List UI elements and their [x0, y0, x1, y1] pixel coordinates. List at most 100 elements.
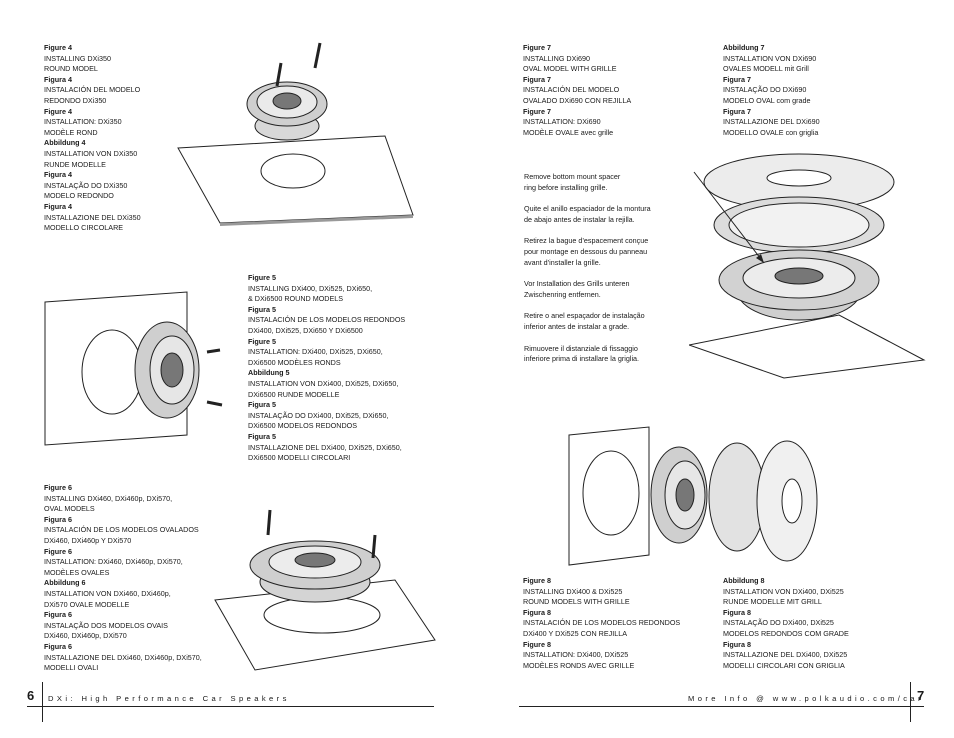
note-line: Retire o anel espaçador de instalação [524, 311, 645, 321]
caption-line: OVALES MODELL mit Grill [723, 64, 809, 74]
caption-heading: Abbildung 7 [723, 43, 765, 52]
caption-line: DXi6500 MODÈLES RONDS [248, 357, 341, 367]
left-footer-text: DXi: High Performance Car Speakers [48, 694, 290, 703]
caption-heading: Figura 4 [44, 201, 72, 211]
caption-heading: Figura 8 [723, 639, 751, 649]
caption-line: RUNDE MODELLE MIT GRILL [723, 597, 822, 607]
caption-line: DXi400 Y DXi525 CON REJILLA [523, 628, 628, 638]
caption-line: MODELLO CIRCOLARE [44, 223, 124, 233]
caption-line: MODÈLES RONDS AVEC GRILLE [523, 660, 635, 670]
caption-line: INSTALAÇÃO DO DXi400, DXi525 [723, 618, 834, 628]
caption-line: ROUND MODEL [44, 64, 98, 74]
caption-heading: Figure 5 [248, 273, 276, 282]
note-line: inferiore prima di installare la griglia… [524, 354, 640, 364]
caption-line: RUNDE MODELLE [44, 159, 106, 169]
caption-line: INSTALACIÓN DEL MODELO [523, 85, 620, 95]
fig8-illustration [568, 426, 818, 566]
caption-line: MODELLI OVALI [44, 663, 99, 673]
note-line: Zwischenring entfernen. [524, 289, 601, 299]
left-footer-rule [27, 706, 434, 707]
caption-heading: Figure 5 [248, 336, 276, 346]
caption-heading: Figura 7 [723, 74, 751, 84]
caption-line: INSTALLATION VON DXi400, DXi525 [723, 586, 844, 596]
caption-heading: Figure 7 [523, 106, 551, 116]
caption-heading: Abbildung 8 [723, 576, 765, 585]
caption-heading: Figura 5 [248, 431, 276, 441]
note-line: de abajo antes de instalar la rejilla. [524, 214, 635, 224]
right-footer-divider [910, 682, 911, 722]
caption-line: INSTALLATION: DXi460, DXi460p, DXi570, [44, 557, 183, 567]
caption-line: INSTALLATION: DXi350 [44, 117, 122, 127]
caption-heading: Figure 6 [44, 546, 72, 556]
note-line: Remove bottom mount spacer [524, 172, 621, 181]
caption-heading: Figure 7 [523, 43, 551, 52]
caption-line: MODELOS REDONDOS COM GRADE [723, 628, 849, 638]
caption-line: OVALADO DXi690 CON REJILLA [523, 95, 632, 105]
caption-heading: Figura 4 [44, 170, 72, 180]
caption-line: INSTALAÇÃO DO DXi690 [723, 85, 807, 95]
caption-heading: Figure 8 [523, 576, 551, 585]
right-footer-rule [519, 706, 924, 707]
caption-line: INSTALLATION: DXi400, DXi525 [523, 650, 629, 660]
caption-heading: Figura 6 [44, 514, 72, 524]
caption-line: INSTALLING DXi690 [523, 53, 590, 63]
caption-line: DXi6500 RUNDE MODELLE [248, 389, 340, 399]
fig6-illustration [214, 509, 436, 671]
caption-line: DXi400, DXi525, DXi650 Y DXi6500 [248, 325, 363, 335]
caption-line: MODELLI CIRCOLARI CON GRIGLIA [723, 660, 845, 670]
caption-line: INSTALAÇÃO DO DXi350 [44, 180, 128, 190]
caption-heading: Figure 8 [523, 639, 551, 649]
caption-heading: Figure 4 [44, 43, 72, 52]
caption-line: INSTALLAZIONE DEL DXi400, DXi525 [723, 650, 848, 660]
right-page-number: 7 [917, 688, 925, 703]
caption-heading: Abbildung 5 [248, 368, 290, 378]
left-page-number: 6 [27, 688, 35, 703]
caption-line: MODÈLES OVALES [44, 567, 110, 577]
note-line: Retirez la bague d’espacement conçue [524, 236, 649, 246]
caption-line: DXi460, DXi460p, DXi570 [44, 631, 127, 641]
caption-line: MODELO OVAL com grade [723, 95, 811, 105]
note-line: Rimuovere il distanziale di fissaggio [524, 343, 638, 353]
caption-line: INSTALACIÓN DEL MODELO [44, 85, 141, 95]
caption-line: DXi6500 MODELOS REDONDOS [248, 421, 358, 431]
caption-line: INSTALLATION: DXi400, DXi525, DXi650, [248, 347, 383, 357]
caption-line: DXi460, DXi460p Y DXi570 [44, 535, 132, 545]
caption-line: INSTALLING DXi400 & DXi525 [523, 586, 623, 596]
caption-heading: Figura 4 [44, 74, 72, 84]
caption-line: INSTALACIÓN DE LOS MODELOS OVALADOS [44, 525, 199, 535]
note-line: inferior antes de instalar a grade. [524, 321, 630, 331]
caption-line: INSTALLATION VON DXi350 [44, 148, 138, 158]
note-line: pour montage en dessous du panneau [524, 246, 648, 256]
caption-line: & DXi6500 ROUND MODELS [248, 294, 344, 304]
caption-line: INSTALLING DXi460, DXi460p, DXi570, [44, 493, 173, 503]
caption-heading: Figure 6 [44, 483, 72, 492]
caption-line: ROUND MODELS WITH GRILLE [523, 597, 630, 607]
caption-line: OVAL MODELS [44, 504, 95, 514]
caption-heading: Figure 4 [44, 106, 72, 116]
caption-line: MODÈLE OVALE avec grille [523, 127, 614, 137]
caption-heading: Abbildung 4 [44, 138, 86, 148]
left-footer-divider [42, 682, 43, 722]
caption-line: OVAL MODEL WITH GRILLE [523, 64, 617, 74]
caption-line: INSTALLATION: DXi690 [523, 117, 601, 127]
caption-heading: Figura 6 [44, 610, 72, 620]
caption-line: INSTALACIÓN DE LOS MODELOS REDONDOS [248, 315, 406, 325]
caption-heading: Figura 8 [523, 607, 551, 617]
note-line: Vor Installation des Grills unteren [524, 279, 630, 289]
caption-line: DXi570 OVALE MODELLE [44, 599, 130, 609]
caption-heading: Figura 7 [723, 106, 751, 116]
caption-line: MODÈLE ROND [44, 127, 98, 137]
